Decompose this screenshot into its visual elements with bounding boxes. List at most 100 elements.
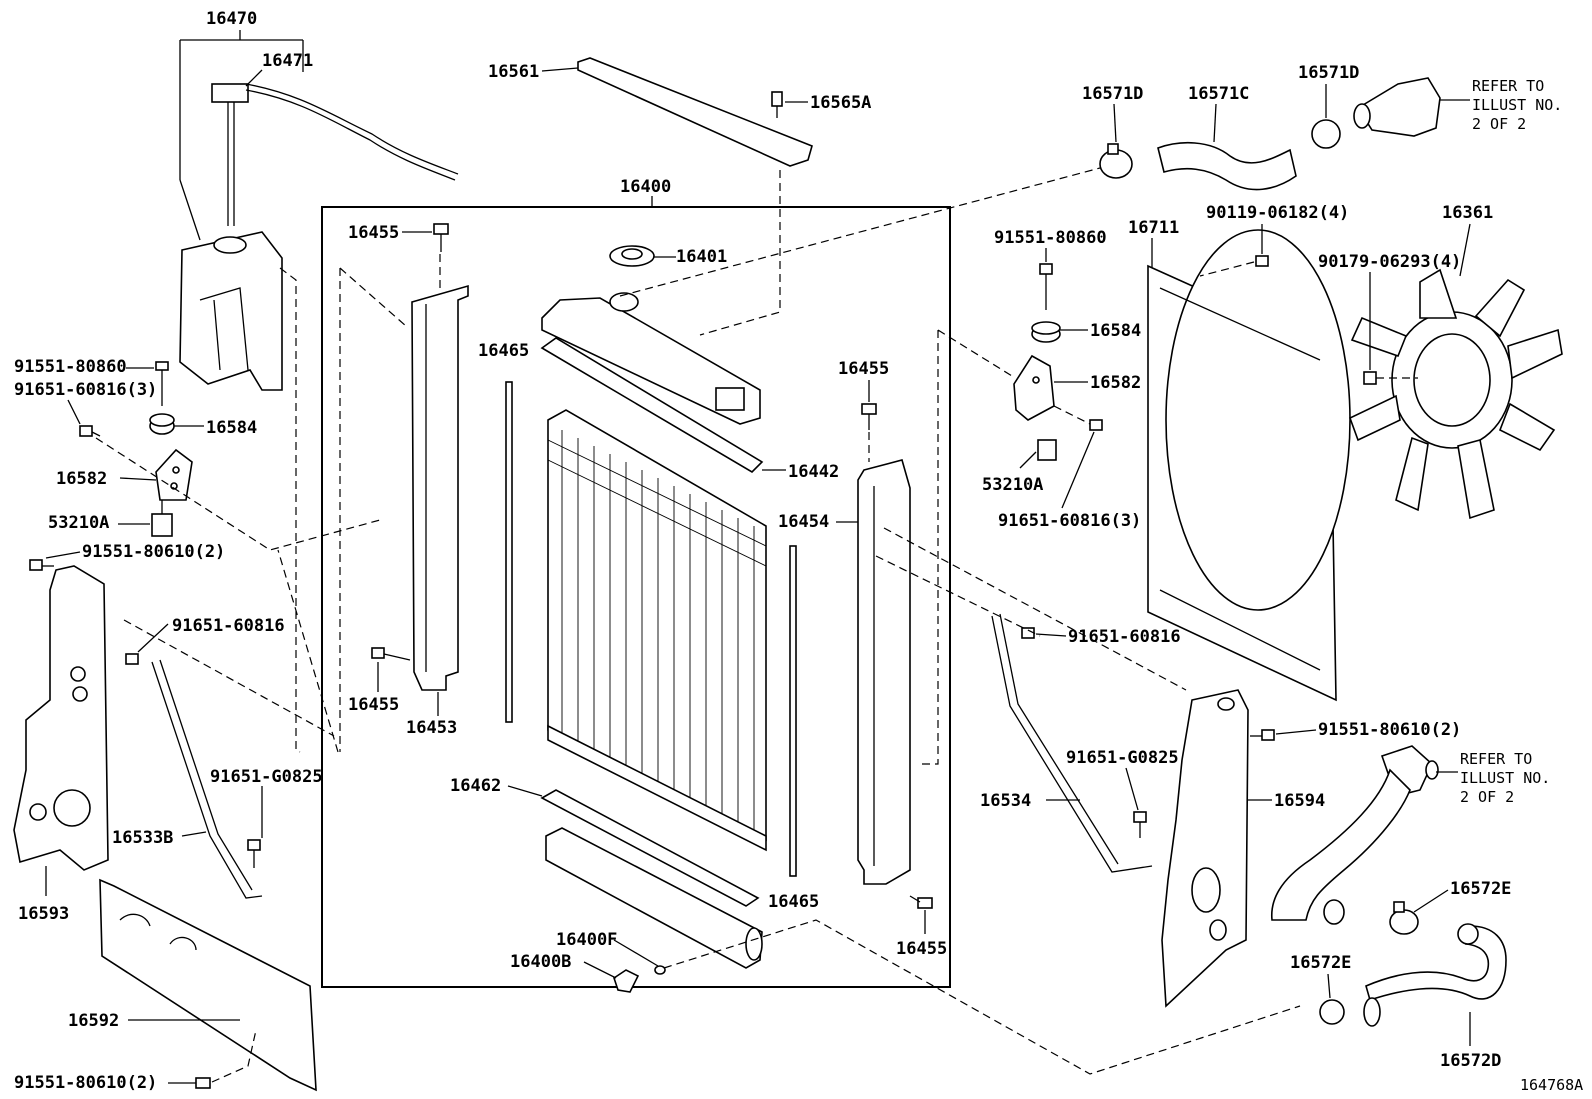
label-16592: 16592 [68, 1011, 119, 1031]
label-16571D-right: 16571D [1298, 63, 1359, 83]
label-16471: 16471 [262, 51, 313, 71]
bolt-91551-80610-bottom [195, 1077, 211, 1089]
label-16453: 16453 [406, 718, 457, 738]
note-refer-1: REFER TO ILLUST NO. 2 OF 2 [1472, 77, 1562, 133]
water-outlet-upper [1353, 77, 1441, 137]
hose-clamp-16571D-left [1099, 143, 1133, 179]
bolt-91651-60816-right [1021, 627, 1035, 639]
label-16400F: 16400F [556, 930, 617, 950]
bolt-16455-bottom-right [909, 895, 933, 909]
upper-radiator-tank [541, 292, 761, 425]
lower-radiator-tank [545, 827, 763, 969]
bracket-16582-right [1013, 354, 1055, 421]
bolt-91551-80610-right [1250, 729, 1275, 741]
rubber-strip-right [789, 545, 797, 877]
label-90179-06293-4: 90179-06293(4) [1318, 252, 1461, 272]
mount-53210A-left [151, 500, 173, 537]
cushion-16584-left [149, 413, 175, 435]
label-16442: 16442 [788, 462, 839, 482]
label-16400B: 16400B [510, 952, 571, 972]
label-16465-top: 16465 [478, 341, 529, 361]
lower-shroud-panel [99, 878, 317, 1092]
label-16454: 16454 [778, 512, 829, 532]
bolt-91651-G0825-right [1133, 811, 1147, 838]
diagram-id: 164768A [1520, 1076, 1583, 1094]
label-16571C: 16571C [1188, 84, 1249, 104]
svg-text:2 OF 2: 2 OF 2 [1460, 788, 1514, 806]
upper-radiator-cover [577, 57, 813, 167]
hose-clamp-16572E-upper [1389, 901, 1419, 935]
nut-90179-06293 [1363, 371, 1377, 385]
bolt-90119-06182 [1255, 255, 1269, 267]
label-16455-bottom-left: 16455 [348, 695, 399, 715]
label-16400: 16400 [620, 177, 671, 197]
bolt-91651-60816-left [79, 425, 101, 437]
note-refer-2: REFER TO ILLUST NO. 2 OF 2 [1460, 750, 1550, 806]
label-16455-top-left: 16455 [348, 223, 399, 243]
label-91651-60816-right: 91651-60816 [1068, 627, 1181, 647]
label-16582-right: 16582 [1090, 373, 1141, 393]
label-16470: 16470 [206, 9, 257, 29]
right-shroud-panel [1161, 689, 1249, 1008]
label-91551-80610-2-right: 91551-80610(2) [1318, 720, 1461, 740]
label-91651-60816-left: 91651-60816 [172, 616, 285, 636]
label-16572E-upper: 16572E [1450, 879, 1511, 899]
label-53210A-right: 53210A [982, 475, 1043, 495]
label-91651-G0825-left: 91651-G0825 [210, 767, 323, 787]
stay-16533B [151, 659, 263, 899]
rubber-strip-left [505, 381, 513, 723]
cooling-fan [1349, 268, 1563, 520]
svg-text:ILLUST NO.: ILLUST NO. [1472, 96, 1562, 114]
upper-gasket [540, 337, 764, 474]
label-16711: 16711 [1128, 218, 1179, 238]
label-16571D-left: 16571D [1082, 84, 1143, 104]
upper-radiator-hose [1157, 141, 1297, 191]
mount-53210A-right [1037, 439, 1057, 461]
label-16534: 16534 [980, 791, 1031, 811]
bolt-91651-60816-3-right [1089, 419, 1103, 431]
svg-text:REFER TO: REFER TO [1460, 750, 1532, 768]
bolt-16455-top-right [861, 403, 877, 430]
label-16462: 16462 [450, 776, 501, 796]
svg-text:2 OF 2: 2 OF 2 [1472, 115, 1526, 133]
label-91651-60816-3-left: 91651-60816(3) [14, 380, 157, 400]
label-16561: 16561 [488, 62, 539, 82]
hose-clamp-16571D-right [1311, 119, 1341, 149]
lower-gasket [540, 789, 760, 907]
label-91551-80860-left: 91551-80860 [14, 357, 127, 377]
label-16565A: 16565A [810, 93, 871, 113]
svg-text:ILLUST NO.: ILLUST NO. [1460, 769, 1550, 787]
label-16361: 16361 [1442, 203, 1493, 223]
label-53210A-left: 53210A [48, 513, 109, 533]
label-16584-right: 16584 [1090, 321, 1141, 341]
svg-text:REFER TO: REFER TO [1472, 77, 1544, 95]
clip-16565A [771, 91, 783, 118]
bolt-16455-bottom-left [371, 647, 411, 661]
left-shroud-panel [13, 565, 109, 871]
label-91651-G0825-right: 91651-G0825 [1066, 748, 1179, 768]
label-16572D: 16572D [1440, 1051, 1501, 1071]
label-16582-left: 16582 [56, 469, 107, 489]
label-16572E-lower: 16572E [1290, 953, 1351, 973]
label-16584-left: 16584 [206, 418, 257, 438]
bolt-91551-80860-left [155, 361, 169, 406]
hose-clamp-16572E-lower [1319, 999, 1345, 1025]
bracket-16582-left [155, 448, 193, 501]
label-16533B: 16533B [112, 828, 173, 848]
cushion-16584-right [1031, 321, 1061, 343]
radiator-assembly-frame [321, 206, 951, 988]
label-16593: 16593 [18, 904, 69, 924]
label-16465-bottom: 16465 [768, 892, 819, 912]
radiator-core [547, 409, 767, 852]
bolt-91651-60816-stay [125, 653, 139, 665]
label-91551-80610-2-left: 91551-80610(2) [82, 542, 225, 562]
label-16401: 16401 [676, 247, 727, 267]
label-16594: 16594 [1274, 791, 1325, 811]
stay-16534 [991, 613, 1153, 873]
bolt-91551-80860-right [1039, 263, 1053, 310]
left-side-bracket [411, 284, 469, 691]
hose-16572D [1363, 923, 1507, 1027]
label-91551-80610-2-bottom: 91551-80610(2) [14, 1073, 157, 1093]
fan-shroud [1147, 229, 1351, 702]
